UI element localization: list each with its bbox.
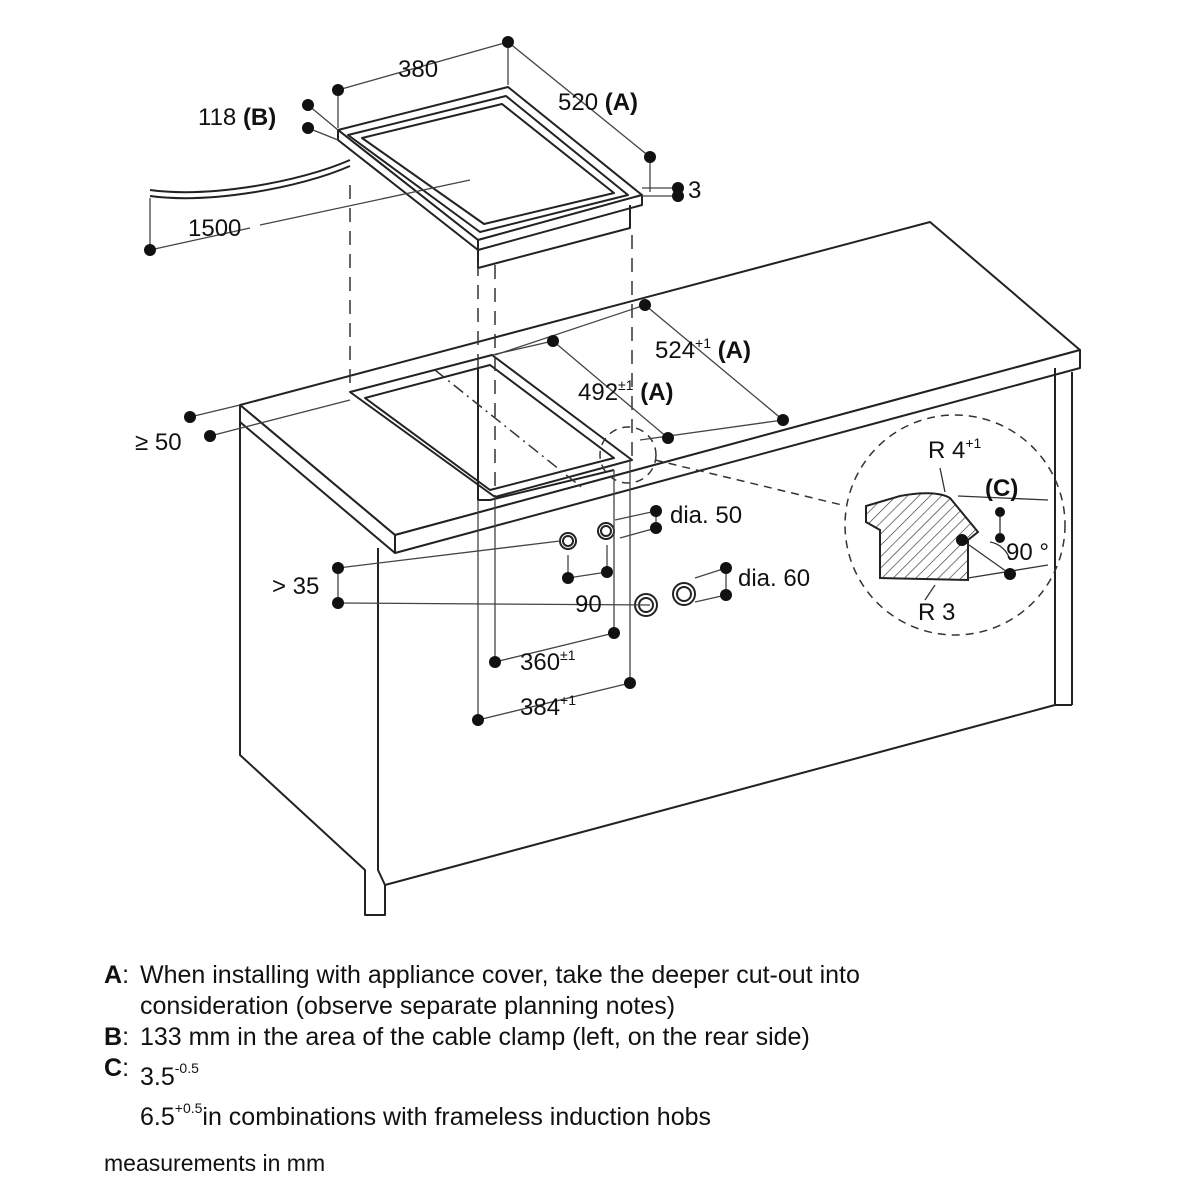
projection-lines <box>349 185 1066 636</box>
label-cable-length: 1500 <box>188 215 241 242</box>
label-front-clearance: ≥ 50 <box>135 429 182 456</box>
label-hole-large: dia. 60 <box>738 565 810 592</box>
note-key-a: A <box>104 961 123 989</box>
dimension-labels: 380 520 (A) 118 (B) 3 1500 524+1 (A) 492… <box>135 56 1049 721</box>
label-radius-bottom: R 3 <box>918 599 955 626</box>
note-key-c: C <box>104 1054 123 1082</box>
note-c: C: 3.5-0.5 <box>104 1054 199 1091</box>
label-hole-spacing: 90 <box>575 591 602 618</box>
label-cutout-depth-max: 524+1 (A) <box>655 335 751 364</box>
label-wall-clearance: > 35 <box>272 573 319 600</box>
note-a: A: When installing with appliance cover,… <box>104 961 860 989</box>
label-hob-depth: 520 (A) <box>558 89 638 116</box>
dimension-points <box>144 36 789 726</box>
label-angle: 90 ° <box>1006 539 1049 566</box>
detail-c-section <box>865 492 980 582</box>
label-cutout-width-outer: 384+1 <box>520 692 576 721</box>
note-key-b: B <box>104 1023 123 1051</box>
note-c-line-1: 3.5-0.5 <box>140 1060 199 1091</box>
cabinet <box>239 368 1073 916</box>
footer-units: measurements in mm <box>104 1150 326 1176</box>
note-c-cont: 6.5+0.5in combinations with frameless in… <box>104 1093 1164 1133</box>
notes: A: When installing with appliance cover,… <box>104 960 1164 1133</box>
detail-c-points <box>956 507 1016 580</box>
label-hob-width: 380 <box>398 56 438 83</box>
label-ref-c: (C) <box>985 475 1018 502</box>
label-hob-height: 118 (B) <box>198 104 276 131</box>
detail-c-lines <box>924 467 1049 601</box>
cutout <box>349 354 633 501</box>
label-hole-small: dia. 50 <box>670 502 742 529</box>
hob-unit <box>149 86 643 269</box>
installation-diagram: 380 520 (A) 118 (B) 3 1500 524+1 (A) 492… <box>135 36 1081 916</box>
note-c-line-2: 6.5+0.5in combinations with frameless in… <box>140 1100 711 1131</box>
note-a-line-1: When installing with appliance cover, ta… <box>140 961 860 989</box>
note-a-cont: consideration (observe separate planning… <box>104 991 1164 1022</box>
note-b: B: 133 mm in the area of the cable clamp… <box>104 1023 810 1051</box>
note-a-line-2: consideration (observe separate planning… <box>140 992 676 1020</box>
label-rim-height: 3 <box>688 177 701 204</box>
note-b-line-1: 133 mm in the area of the cable clamp (l… <box>140 1023 810 1051</box>
label-cutout-width: 360±1 <box>520 647 576 676</box>
label-cutout-depth: 492±1 (A) <box>578 377 674 406</box>
label-radius-top: R 4+1 <box>928 435 982 464</box>
